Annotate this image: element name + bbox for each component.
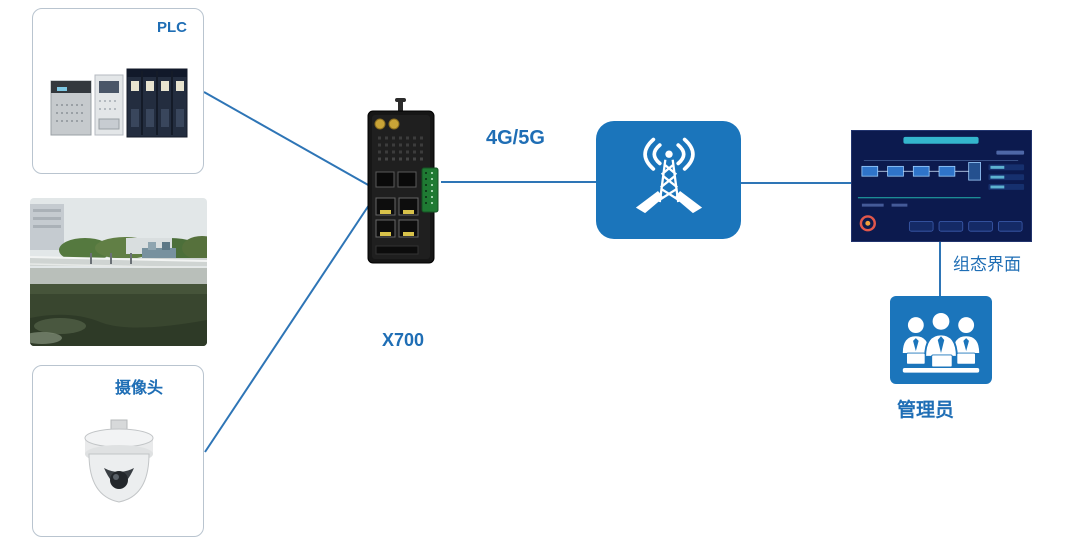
dome-camera-image	[84, 419, 154, 503]
scada-dashboard-image	[851, 130, 1032, 242]
water-plant-photo-art	[30, 198, 207, 346]
camera-label: 摄像头	[115, 380, 164, 397]
router-label: X700	[382, 330, 425, 350]
admin-team-icon	[902, 311, 980, 373]
plc-label: PLC	[157, 19, 187, 36]
water-plant-photo	[30, 198, 207, 346]
industrial-router-image	[367, 98, 439, 264]
admin-label: 管理员	[897, 400, 955, 421]
cell-tower-icon	[635, 137, 702, 214]
plc-device-image	[50, 68, 188, 138]
edge-plc-to-router	[203, 91, 371, 187]
scada-label: 组态界面	[953, 255, 1021, 274]
link-4g5g-label: 4G/5G	[486, 127, 545, 149]
admin-node	[890, 296, 992, 384]
scada-dashboard-art	[852, 131, 1031, 241]
plc-node: PLC	[32, 8, 204, 174]
edge-camera-to-router	[204, 201, 372, 453]
camera-node: 摄像头	[32, 365, 204, 537]
base-station-node	[596, 121, 741, 239]
